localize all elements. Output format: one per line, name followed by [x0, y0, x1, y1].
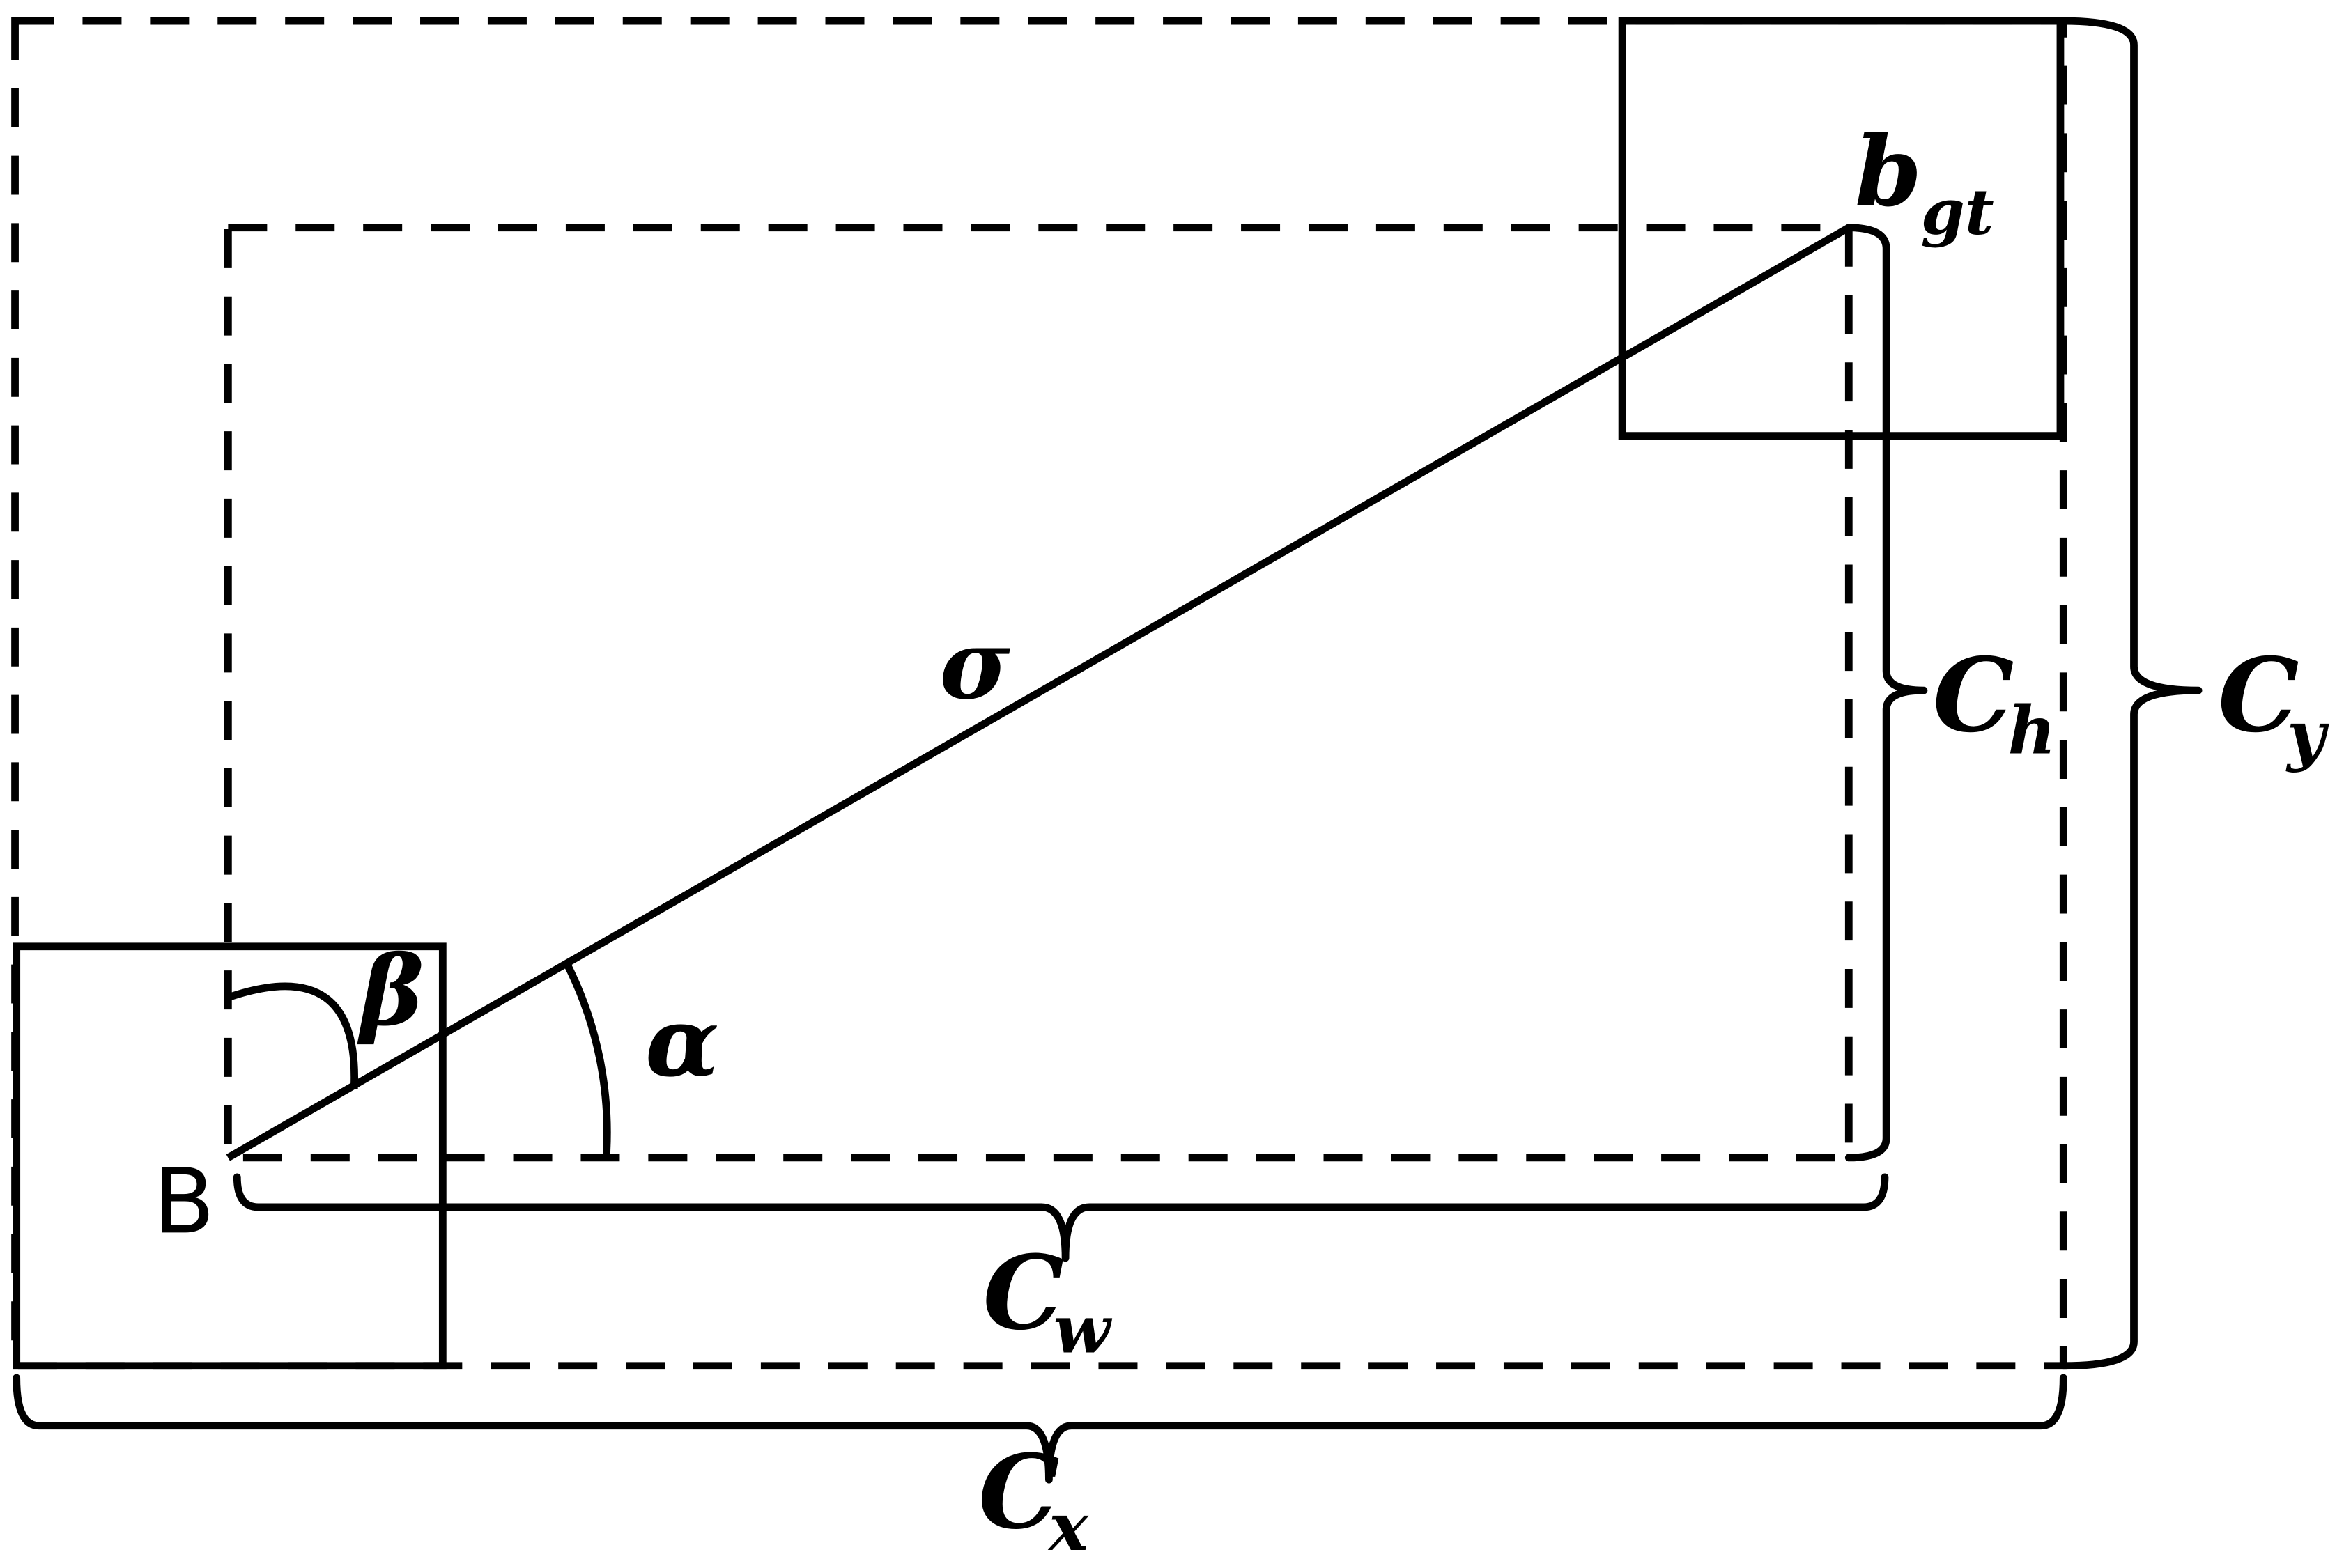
label-bgt-sub: gt: [1921, 175, 1994, 249]
label-bgt-main: b: [1855, 116, 1922, 228]
cx-brace: [13, 1374, 2067, 1484]
beta-arc: [226, 982, 359, 1089]
label-sigma: σ: [939, 609, 1010, 721]
label-alpha: α: [645, 986, 719, 1099]
cy-brace: [2059, 17, 2203, 1370]
ch-brace: [1844, 224, 1928, 1162]
alpha-arc: [564, 963, 611, 1158]
label-point-b: B: [153, 1150, 215, 1255]
label-cy-main: C: [2218, 635, 2299, 755]
label-ch-sub: h: [2008, 692, 2056, 770]
label-cw-sub: w: [1054, 1291, 1113, 1368]
label-beta: β: [357, 936, 424, 1048]
label-ch-main: C: [1933, 635, 2014, 755]
predicted-box: [13, 942, 447, 1370]
label-cx-main: C: [978, 1432, 1060, 1552]
outer-dashed-box: [11, 17, 2067, 1370]
cw-brace: [233, 1173, 1889, 1262]
inner-dashed-box: [224, 224, 1853, 1162]
label-cy-sub: y: [2285, 697, 2329, 774]
label-cx-sub: x: [1047, 1489, 1089, 1566]
sigma-line: [226, 224, 1851, 1161]
label-cw-main: C: [983, 1233, 1065, 1353]
ground-truth-box: [1618, 17, 2065, 440]
